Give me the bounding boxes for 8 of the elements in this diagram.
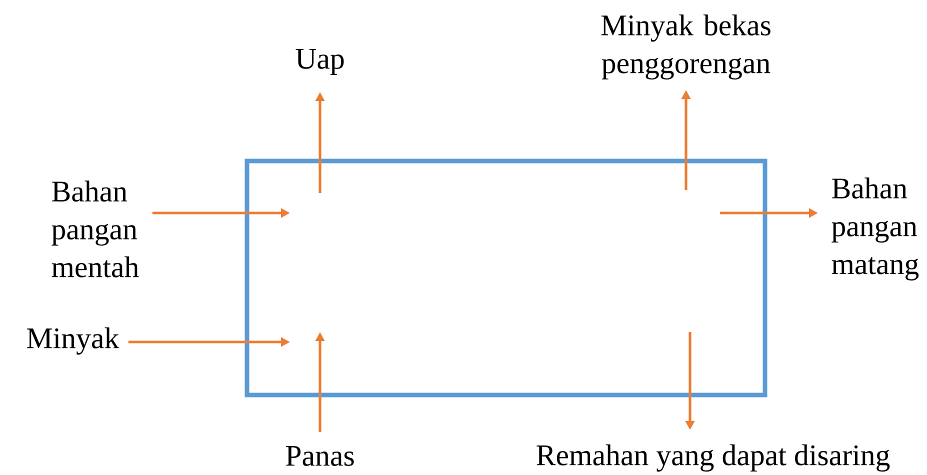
flow-label: Uap	[296, 49, 344, 75]
flow-label: Minyak	[27, 327, 120, 355]
flow-label: Minyak bekas penggorengan	[601, 14, 770, 80]
flow-label: Panas	[286, 446, 354, 466]
flow-label: Bahan pangan mentah	[52, 180, 139, 278]
flow-label: Remahan yang dapat disaring	[536, 444, 890, 472]
flow-label: Bahan pangan matang	[832, 178, 919, 280]
process-box	[244, 158, 768, 398]
